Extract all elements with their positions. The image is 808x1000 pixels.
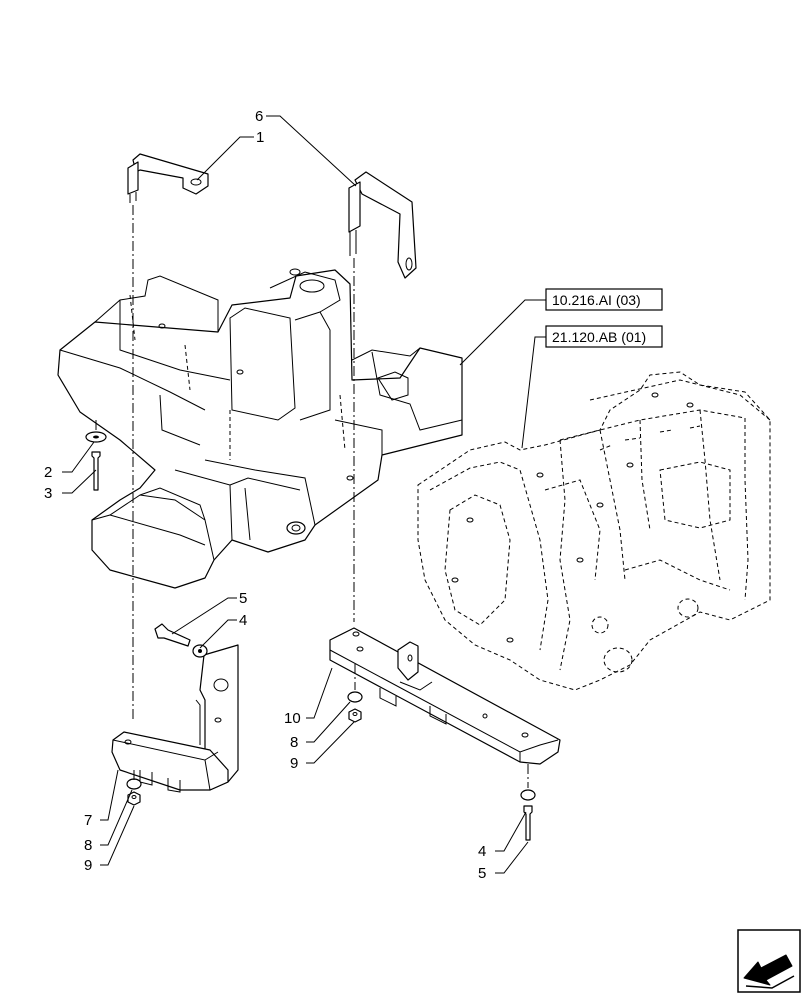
- callout-6: 6: [255, 108, 263, 125]
- callout-7: 7: [84, 812, 92, 829]
- bolt-part-3: [91, 451, 101, 491]
- assembly-center-lines: [95, 205, 529, 788]
- callout-9-left: 9: [84, 857, 92, 874]
- reference-link-2[interactable]: 21.120.AB (01): [545, 325, 663, 348]
- callout-8-left: 8: [84, 837, 92, 854]
- washer-part-4-lower: [520, 789, 536, 801]
- washer-part-4-upper: [192, 644, 208, 658]
- washer-part-2: [85, 431, 107, 443]
- callout-3: 3: [44, 485, 52, 502]
- arrow-navigation-icon[interactable]: [737, 929, 801, 993]
- strap-part-1: [127, 153, 209, 203]
- leader-lines: [62, 115, 546, 874]
- callout-8-mid: 8: [290, 734, 298, 751]
- strap-part-6: [348, 171, 417, 279]
- washer-part-8-mid: [347, 691, 363, 703]
- nut-part-9-mid: [348, 708, 362, 723]
- callout-10: 10: [284, 710, 301, 727]
- callout-1: 1: [256, 129, 264, 146]
- washer-part-8-left: [126, 778, 142, 790]
- bracket-part-10: [329, 627, 561, 765]
- bracket-part-7: [111, 644, 239, 793]
- callout-5-upper: 5: [239, 590, 247, 607]
- callout-2: 2: [44, 464, 52, 481]
- bolt-part-5-lower: [523, 805, 533, 841]
- reference-label-1: 10.216.AI (03): [552, 292, 641, 308]
- reference-link-1[interactable]: 10.216.AI (03): [545, 288, 663, 311]
- nut-part-9-left: [127, 791, 141, 806]
- callout-4-upper: 4: [239, 612, 247, 629]
- transmission-housing: [417, 371, 771, 691]
- callout-5-lower: 5: [478, 865, 486, 882]
- bolt-part-5-upper: [154, 623, 191, 647]
- callout-4-lower: 4: [478, 843, 486, 860]
- reference-label-2: 21.120.AB (01): [552, 329, 646, 345]
- tank-assembly: [57, 268, 463, 589]
- callout-9-mid: 9: [290, 755, 298, 772]
